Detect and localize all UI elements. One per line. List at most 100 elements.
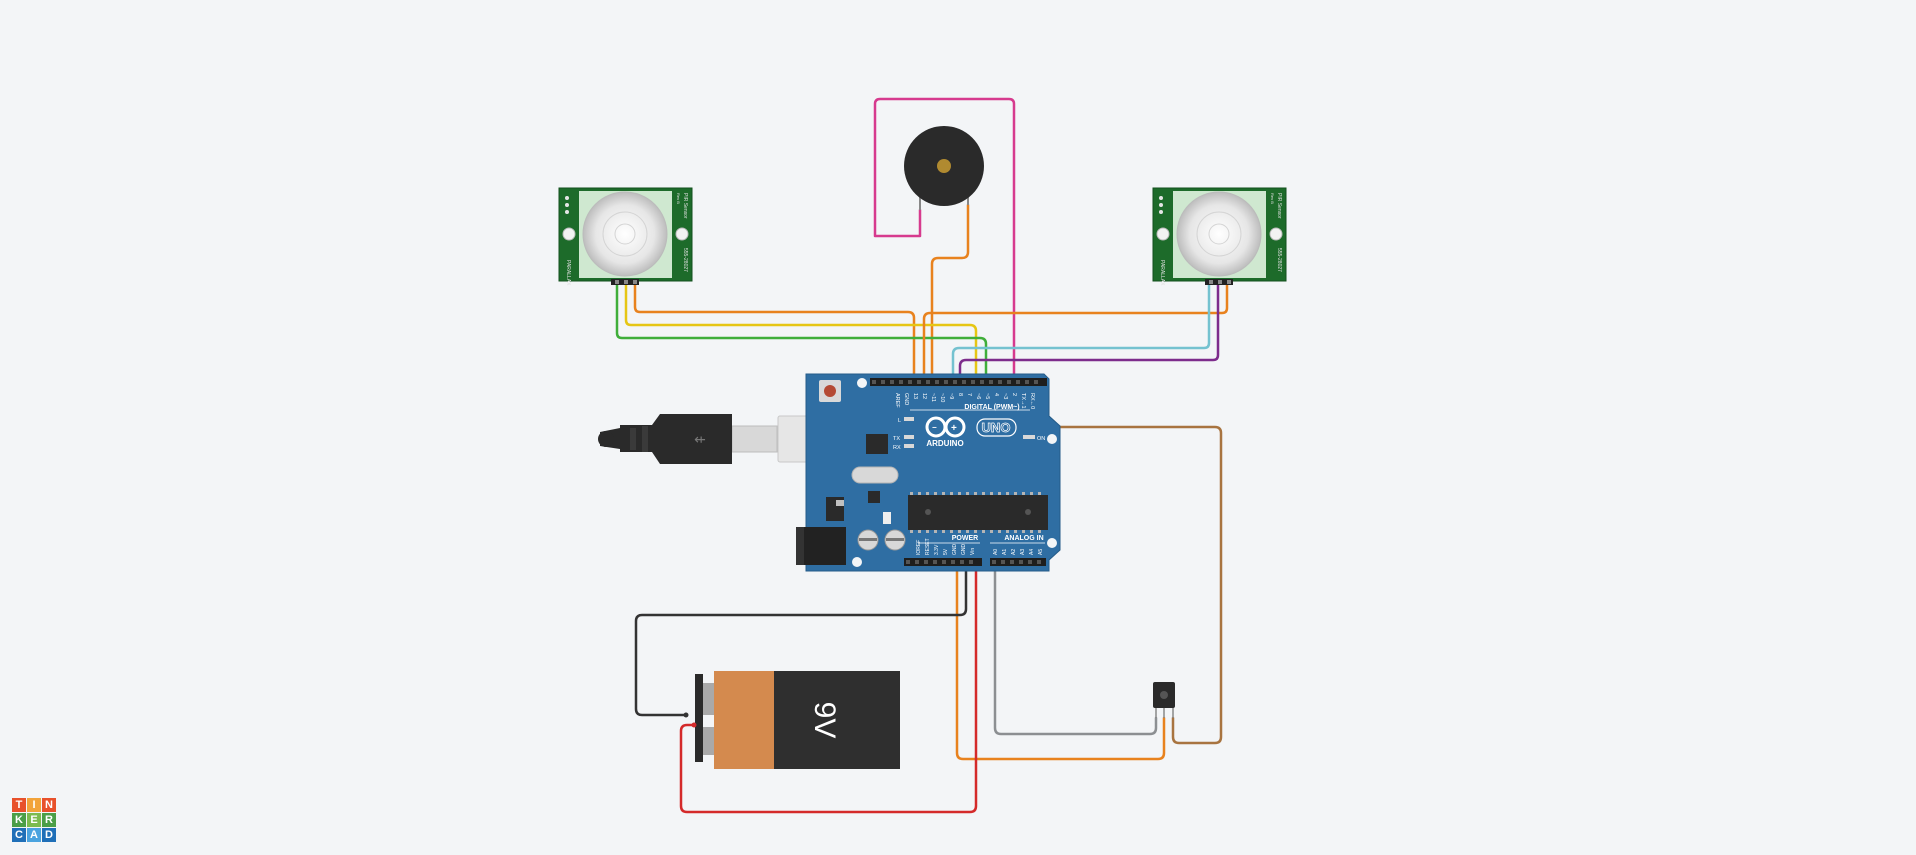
battery-terminal: [703, 727, 715, 755]
wire-pir-right-orange[interactable]: [922, 280, 1229, 386]
power-pin-label-3v3: 3.3V: [934, 544, 940, 555]
power-pin-label-reset: RESET: [925, 538, 931, 555]
analog-pin-label-a5: A5: [1038, 549, 1044, 555]
pir-name-label: PIR Sensor: [1276, 193, 1282, 219]
pir-sensor-left[interactable]: PARALLAX 555-28027 PIR Sensor Rev B: [558, 187, 693, 286]
pir-name-label: PIR Sensor: [682, 193, 688, 219]
power-pin-label-gnd: GND: [952, 544, 958, 556]
pin[interactable]: [1209, 280, 1213, 284]
wire-buzzer-pink[interactable]: [873, 97, 1016, 386]
analog-pin-label-a3: A3: [1020, 549, 1026, 555]
led-l-label: L: [898, 418, 901, 424]
wire-pir-right-purple[interactable]: [958, 280, 1220, 386]
logo-letter: E: [27, 813, 41, 827]
power-pin-label-ioref: IOREF: [916, 540, 922, 555]
aref-label: AREF: [894, 393, 900, 408]
piezo-buzzer[interactable]: [904, 126, 984, 210]
pin-label-7: 7: [966, 393, 972, 396]
led-on: [1023, 435, 1035, 439]
digital-header-label: DIGITAL (PWM~): [964, 404, 1019, 411]
mount-hole: [1156, 227, 1170, 241]
battery-body: [774, 671, 900, 769]
usb-icon: ⇷: [694, 431, 706, 447]
pir-dome: [582, 191, 668, 277]
pin-label-4: 4: [993, 393, 999, 396]
svg-text:+: +: [951, 423, 957, 434]
wire-red-vin[interactable]: [679, 560, 978, 814]
wire-buzzer-orange[interactable]: [930, 203, 970, 386]
pin[interactable]: [615, 280, 619, 284]
pir-rev-label: Rev B: [1270, 193, 1275, 204]
mount-hole: [857, 378, 867, 388]
pir-model-label: 555-28027: [682, 248, 688, 272]
logo-letter: I: [27, 798, 41, 812]
pin-label-5: ~5: [984, 393, 990, 399]
pin-label-10: ~10: [939, 393, 945, 402]
battery-9v[interactable]: 9V: [683, 671, 901, 769]
logo-letter: A: [27, 828, 41, 842]
battery-clip: [695, 674, 703, 762]
pir-sensor-right[interactable]: PARALLAX 555-28027 PIR Sensor Rev B: [1152, 187, 1287, 286]
logo-letter: T: [12, 798, 26, 812]
led-tx-label: TX: [893, 436, 900, 442]
mount-hole: [1047, 538, 1057, 548]
led-on-label: ON: [1037, 436, 1045, 442]
power-pin-label-vin: Vin: [970, 548, 976, 555]
analog-pin-label-a4: A4: [1029, 549, 1035, 555]
gnd-label: GND: [903, 393, 909, 405]
arduino-brand-label: ARDUINO: [926, 439, 963, 448]
power-pin-label-5v: 5V: [943, 548, 949, 555]
wire-pir-left-yellow[interactable]: [624, 280, 978, 386]
pin-label-12: 12: [921, 393, 927, 399]
wire-gray-a0[interactable]: [993, 560, 1158, 736]
analog-pin-label-a0: A0: [993, 549, 999, 555]
wire-pir-left-green[interactable]: [615, 280, 988, 386]
battery-terminal: [703, 683, 715, 715]
pin-label-6: ~6: [975, 393, 981, 399]
logo-letter: C: [12, 828, 26, 842]
pin[interactable]: [1218, 280, 1222, 284]
pin[interactable]: [633, 280, 637, 284]
pir-rev-label: Rev B: [676, 193, 681, 204]
logo-letter: K: [12, 813, 26, 827]
pir-dome: [1176, 191, 1262, 277]
usb-chip: [866, 434, 888, 454]
tinkercad-logo[interactable]: T I N K E R C A D: [12, 798, 56, 842]
power-pin-label-gnd2: GND: [961, 544, 967, 556]
led-tx: [904, 435, 914, 439]
analog-pin-label-a1: A1: [1002, 549, 1008, 555]
pin-label-8: 8: [957, 393, 963, 396]
usb-cable[interactable]: ⇷: [598, 414, 843, 464]
battery-label: 9V: [808, 702, 841, 739]
pir-vendor-label: PARALLAX: [565, 260, 571, 286]
wire-brown[interactable]: [943, 425, 1223, 745]
pin[interactable]: [1227, 280, 1231, 284]
logo-letter: N: [42, 798, 56, 812]
wire-pir-right-cyan[interactable]: [951, 280, 1211, 386]
pin[interactable]: [624, 280, 628, 284]
wire-black-gnd[interactable]: [634, 560, 968, 717]
wires: [615, 97, 1229, 814]
logo-letter: R: [42, 813, 56, 827]
pin-label-1: TX→1: [1020, 393, 1026, 409]
wire-pir-left-orange[interactable]: [633, 280, 916, 386]
power-header-label: POWER: [952, 535, 978, 542]
analog-header-label: ANALOG IN: [1004, 535, 1043, 542]
led-rx-label: RX: [893, 445, 901, 451]
digital-header: [870, 378, 1047, 386]
mount-hole: [1047, 434, 1057, 444]
ir-receiver-sensor[interactable]: [1153, 682, 1175, 718]
mount-hole: [852, 557, 862, 567]
uno-badge: [976, 418, 1017, 437]
mount-hole: [562, 227, 576, 241]
mount-hole: [1269, 227, 1283, 241]
arduino-model-label: UNO: [982, 420, 1011, 435]
wire-orange-5v[interactable]: [955, 560, 1166, 761]
pir-vendor-label: PARALLAX: [1159, 260, 1165, 286]
atmega-chip: [908, 495, 1048, 530]
buzzer-center: [937, 159, 951, 173]
logo-letter: D: [42, 828, 56, 842]
arduino-uno[interactable]: AREF GND 13 12 ~11 ~10 ~9 8 7 ~6 ~5 4 ~3…: [796, 373, 1061, 572]
reset-button-cap[interactable]: [824, 385, 836, 397]
